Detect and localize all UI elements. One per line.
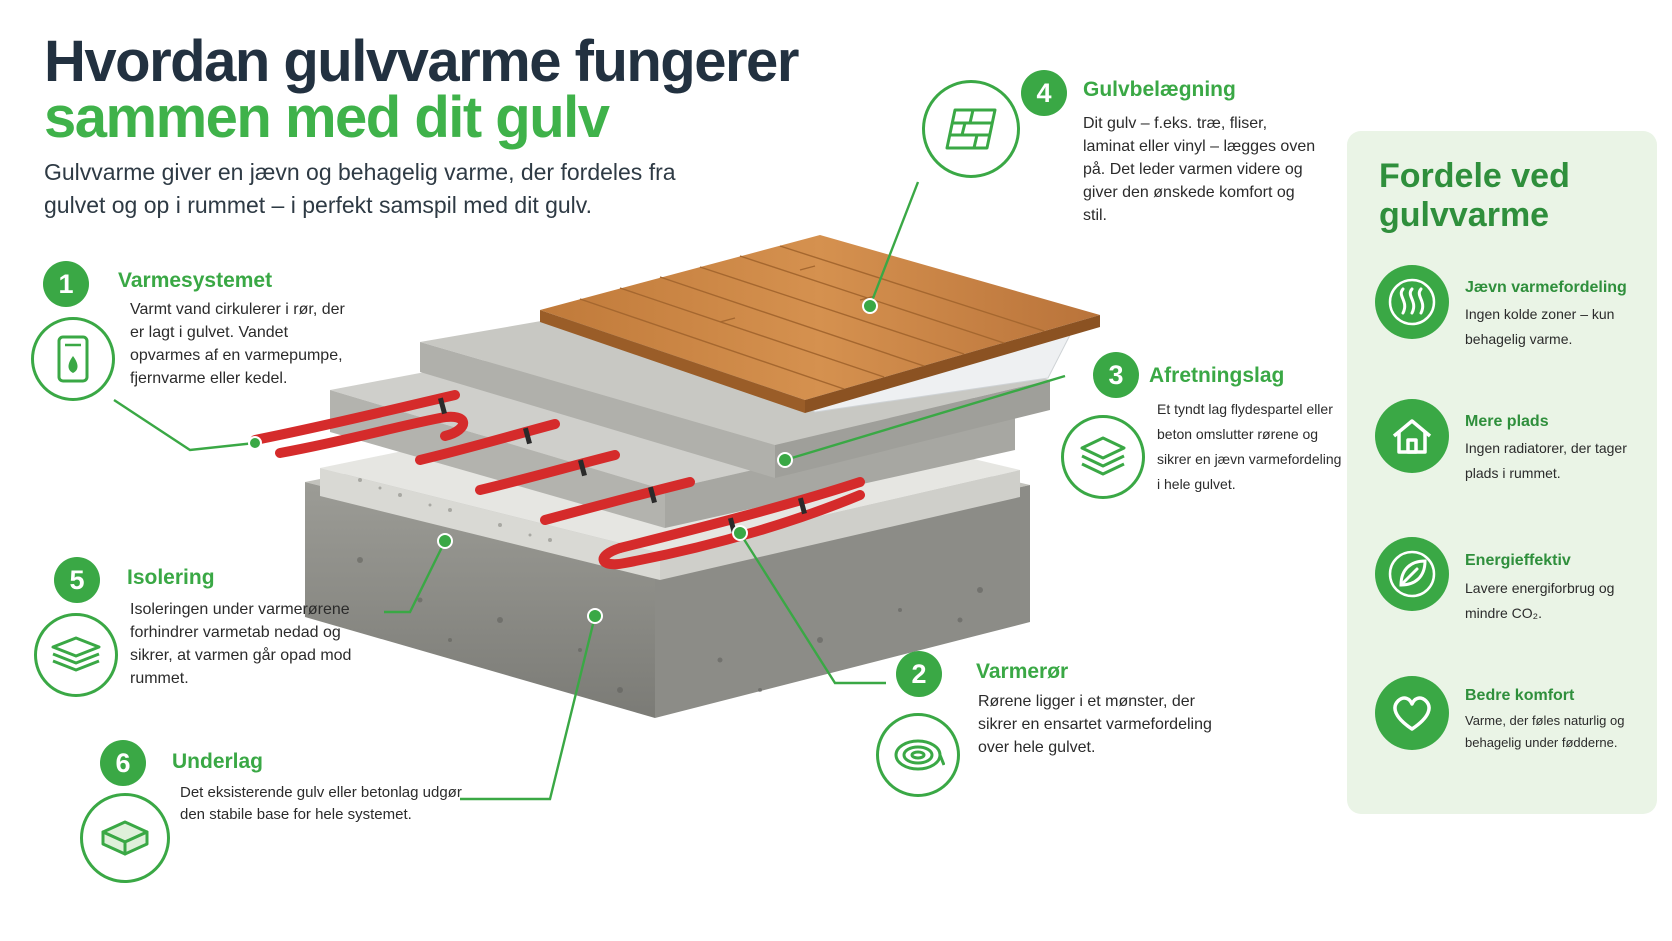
floorboards-icon xyxy=(922,80,1020,178)
step-3-body: Et tyndt lag flydespartel eller beton om… xyxy=(1157,401,1342,492)
heating-pipes xyxy=(250,390,865,570)
step-6-body: Det eksisterende gulv eller betonlag udg… xyxy=(180,784,462,823)
house-icon xyxy=(1375,399,1449,473)
step-1-body: Varmt vand cirkulerer i rør, der er lagt… xyxy=(130,301,345,387)
benefits-title: Fordele ved gulvvarme xyxy=(1379,157,1570,234)
benefits-panel: Fordele ved gulvvarme Jævn varmefordelin… xyxy=(1347,131,1657,814)
pipe-coil-icon xyxy=(876,713,960,797)
slab-icon xyxy=(80,793,170,883)
benefit-2-body: Ingen radiatorer, der tager plads i rumm… xyxy=(1465,440,1627,481)
step-3-badge: 3 xyxy=(1093,352,1139,398)
step-6-badge: 6 xyxy=(100,740,146,786)
step-6-title: Underlag xyxy=(172,750,264,773)
benefit-3-title: Energieffektiv xyxy=(1465,552,1571,569)
callout-lines xyxy=(113,181,1066,801)
benefit-4-title: Bedre komfort xyxy=(1465,687,1575,704)
step-5-body: Isoleringen under varmerørene forhindrer… xyxy=(130,601,352,687)
page-title-line1: Hvordan gulvvarme fungerer xyxy=(44,29,799,94)
step-1-title: Varmesystemet xyxy=(118,269,273,292)
step-4-body: Dit gulv – f.eks. træ, fliser, laminat e… xyxy=(1083,115,1316,224)
insulation-icon xyxy=(34,613,118,697)
leaf-icon xyxy=(1375,537,1449,611)
step-2-badge: 2 xyxy=(896,651,942,697)
step-4-title: Gulvbelægning xyxy=(1083,78,1236,101)
page-subtitle: Gulvvarme giver en jævn og behagelig var… xyxy=(44,159,676,218)
benefit-1-title: Jævn varmefordeling xyxy=(1465,279,1627,296)
boiler-icon xyxy=(31,317,115,401)
page-title-line2: sammen med dit gulv xyxy=(44,85,610,150)
benefit-2-title: Mere plads xyxy=(1465,413,1549,430)
benefit-4-body: Varme, der føles naturlig og behagelig u… xyxy=(1465,713,1625,750)
heart-icon xyxy=(1375,676,1449,750)
layers-icon xyxy=(1061,415,1145,499)
step-2-body: Rørene ligger i et mønster, der sikrer e… xyxy=(978,693,1212,756)
wood-flooring-layer xyxy=(540,235,1100,413)
step-1-badge: 1 xyxy=(43,261,89,307)
benefit-3-body: Lavere energiforbrug og mindre CO₂. xyxy=(1465,580,1615,621)
callout-dots xyxy=(248,298,878,624)
heat-waves-icon xyxy=(1375,265,1449,339)
step-4-badge: 4 xyxy=(1021,70,1067,116)
floor-layers-illustration xyxy=(113,181,1100,801)
step-5-badge: 5 xyxy=(54,557,100,603)
step-2-title: Varmerør xyxy=(976,660,1069,683)
step-5-title: Isolering xyxy=(127,566,215,589)
benefit-1-body: Ingen kolde zoner – kun behagelig varme. xyxy=(1465,306,1615,347)
step-3-title: Afretningslag xyxy=(1149,364,1285,387)
